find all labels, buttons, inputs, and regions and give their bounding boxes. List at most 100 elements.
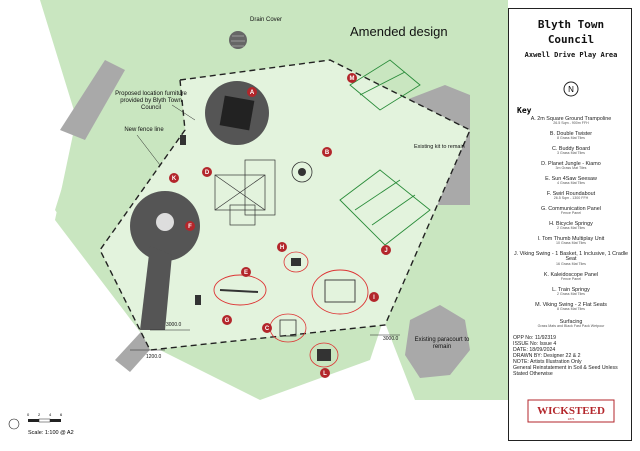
key-item-sub: 16 Grass Mat Tiles [556,261,586,266]
key-item-sub: 10 Grass Mat Tiles [556,241,586,246]
viking-swing-m-icon [349,59,421,111]
marker-i: I [373,295,375,301]
surfacing-sub: Grass Mats and Black Fast Pack Wetpour [537,324,605,329]
key-item: J. Viking Swing - 1 Basket, 1 Inclusive,… [511,251,631,266]
svg-text:N: N [568,85,574,94]
dim-label-3: 3000.0 [383,336,399,342]
general-note: General Reinstatement in Soil & Seed Unl… [513,364,618,377]
marker-e: E [244,270,248,276]
drawn-by: DRAWN BY: Designer 22 & 2 [513,352,581,359]
svg-text:6: 6 [60,412,63,417]
new-fence-label: New fence line [124,127,164,133]
bicycle-springy-icon [291,258,301,266]
marker-g: G [225,318,230,324]
surfacing-label: Surfacing [559,319,583,325]
key-item-name: J. Viking Swing - 1 Basket, 1 Inclusive,… [513,251,629,263]
fence-line [99,59,471,351]
marker-m: M [350,76,355,82]
multiplay-surround [311,269,369,315]
scale-label: Scale: 1:100 @ A2 [28,430,74,436]
key-item-sub: 2 Grass Mat Tiles [557,226,585,231]
train-springy-surround [309,342,339,368]
planet-jungle-icon [214,159,276,226]
marker-f: F [188,224,192,230]
key-item-name: D. Planet Jungle - Kiamo [541,161,601,167]
note: NOTE: Artists Illustration Only [513,358,582,365]
site-plan: A B C D E F G H I J K L M Amended design… [8,0,508,436]
wicksteed-logo: WICKSTEED 1876 [527,399,615,423]
play-area [100,60,470,350]
multiplay-icon [324,279,356,303]
key-item-name: M. Viking Swing - 2 Flat Seats [535,302,607,308]
dim-label-1: 3000.0 [166,322,182,328]
svg-text:WICKSTEED: WICKSTEED [537,405,605,417]
marker-l: L [323,371,327,377]
marker-d: D [205,170,210,176]
existing-paracourt [405,305,470,378]
key-item-name: F. Swirl Roundabout [546,191,596,197]
bench-icon-2 [195,295,201,305]
key-item-sub: 8 Grass Mat Tiles [557,307,585,312]
marker-letters: A B C D E F G H I J K L M [172,76,388,377]
plan-heading: Amended design [350,24,448,39]
svg-text:0: 0 [27,412,30,417]
key-item-sub: 8 Grass Mat Tiles [557,136,585,141]
marker-c: C [265,326,270,332]
tarmac-path [60,60,125,140]
buddy-board-icon [279,319,297,337]
title-line-2: Council [547,33,595,46]
key-item-name: A. 2m Square Ground Trampoline [530,116,612,122]
drawing-info: OPP No: 11/92319 ISSUE No: Issue 4 DATE:… [513,335,631,378]
drain-cover-label: Drain Cover [250,17,282,23]
marker-a: A [250,90,255,96]
key-item-name: I. Tom Thumb Multiplay Unit [537,236,605,242]
key-item-sub: 4 Grass Mat Tiles [557,181,585,186]
marker-k: K [172,176,177,182]
issue-no: ISSUE No: Issue 4 [513,340,557,347]
key-item-name: B. Double Twister [549,131,593,137]
seesaw-icon [219,289,259,293]
title-line-1: Blyth Town [537,18,605,31]
double-twister-icon [291,161,313,183]
opp-no: OPP No: 11/92319 [513,335,557,341]
trampoline-icon [219,95,255,131]
subtitle: Axwell Drive Play Area [524,51,618,59]
marker-h: H [280,245,284,251]
key-item-sub: 3m Grass Mat Tiles [555,166,587,171]
bench-icon [180,135,186,145]
svg-text:4: 4 [49,412,52,417]
key-item-sub: 26.5 Sqm - 900m FFH [553,121,589,126]
bicycle-springy-surround [283,251,309,273]
svg-text:2: 2 [38,412,41,417]
key-item-name: K. Kaleidoscope Panel [543,272,599,278]
date: DATE: 18/09/2024 [513,346,556,353]
key-item-sub: 26.5 Sqm - 1300 FFH [553,196,589,201]
viking-swing-j-icon [339,169,431,246]
title-panel: Blyth Town Council Axwell Drive Play Are… [508,8,632,441]
north-arrow-icon: N [563,81,579,97]
key-item-sub: 2 Grass Mat Tiles [557,292,585,297]
key-heading: Key [517,106,532,115]
key-item-name: C. Buddy Board [551,146,591,152]
marker-group [169,73,391,378]
key-item-name: H. Bicycle Springy [549,221,593,227]
existing-paracourt-label: Existing paracourt to remain [414,337,470,350]
svg-text:1876: 1876 [568,417,575,421]
scale-bar: 0 2 4 6 Scale: 1:100 @ A2 [8,412,74,436]
seesaw-surround [213,274,267,306]
roundabout-icon [156,213,174,231]
train-springy-icon [317,349,331,361]
key-item-name: E. Sun 4Saw Seesaw [545,176,597,182]
key-item-sub: Fence Panel [560,211,582,216]
